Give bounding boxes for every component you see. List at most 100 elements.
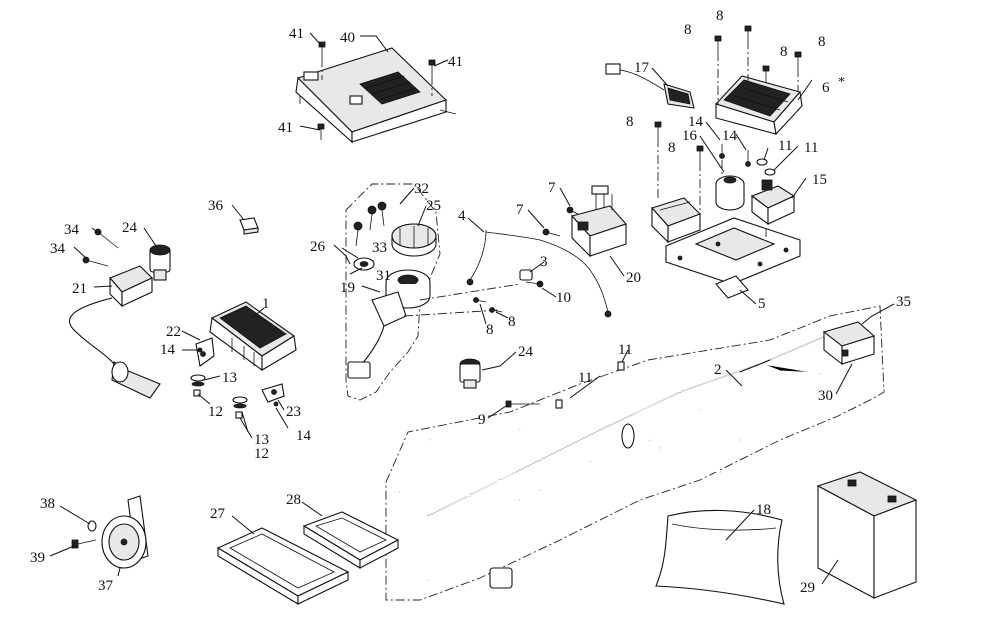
leader-dash-switch (419, 283, 521, 301)
callout-37: 37 (98, 578, 114, 594)
callout-40: 40 (340, 30, 355, 46)
callout-8: 8 (486, 322, 494, 338)
callout-9: 9 (478, 412, 486, 428)
callout-24: 24 (122, 220, 138, 236)
regulator-20-part (570, 185, 627, 258)
callout-5: 5 (758, 296, 766, 312)
screw-34-upper (94, 228, 119, 249)
callout-36: 36 (208, 198, 224, 214)
callout-41: 41 (448, 54, 463, 70)
callout-14: 14 (722, 128, 738, 144)
relay-15-part (750, 179, 796, 226)
screw-14-right (273, 401, 279, 407)
callout-2: 2 (714, 362, 722, 378)
callout-7: 7 (548, 180, 556, 196)
callout-11: 11 (578, 370, 592, 386)
screw-8-top-d (794, 51, 802, 92)
nut-11-a (756, 158, 768, 166)
callout-41: 41 (289, 26, 304, 42)
callout-12: 12 (254, 446, 269, 462)
callout-25: 25 (426, 198, 441, 214)
main-harness-2-part (399, 329, 841, 589)
callout-12: 12 (208, 404, 223, 420)
grommet-13-right (232, 396, 248, 409)
callout-18: 18 (756, 502, 771, 518)
callout-24: 24 (518, 344, 534, 360)
controller-6-part (715, 75, 803, 136)
ignition-group-outline (345, 183, 441, 401)
callout-14: 14 (296, 428, 312, 444)
module-left-part (651, 197, 701, 244)
screw-8-top-b (744, 25, 752, 84)
cover-31-part (353, 257, 375, 271)
screw-7-upper (566, 206, 579, 215)
callout-27: 27 (210, 506, 226, 522)
filter-27-part (216, 527, 350, 605)
callout-labels: 41 40 41 41 36 34 34 24 21 1 22 14 13 12… (30, 8, 911, 596)
screw-8-top-a (714, 35, 722, 104)
power-socket-24-center (459, 358, 481, 389)
fuel-cap-25-part (391, 223, 437, 257)
callout-13: 13 (254, 432, 269, 448)
callout-6: 6 (822, 80, 830, 96)
fuse-box-30-part (822, 321, 876, 366)
callout-11: 11 (618, 342, 632, 358)
instrument-cluster-1-part (209, 301, 297, 372)
callout-8: 8 (716, 8, 724, 24)
callout-23: 23 (286, 404, 301, 420)
callout-15: 15 (812, 172, 827, 188)
horn-37-part (101, 495, 149, 569)
callout-1: 1 (262, 296, 270, 312)
callout-35: 35 (896, 294, 911, 310)
callout-3: 3 (540, 254, 548, 270)
nut-11-b (764, 168, 776, 176)
callout-34: 34 (64, 222, 80, 238)
bolt-41-right (428, 59, 436, 96)
washer-38-part (87, 520, 97, 532)
callout-17: 17 (634, 60, 650, 76)
callout-31: 31 (376, 268, 391, 284)
screw-8-mid-a (654, 121, 662, 200)
callout-11: 11 (778, 138, 792, 154)
bracket-23-part (261, 383, 285, 403)
callout-14: 14 (688, 114, 704, 130)
mounting-plate-5-part (665, 217, 801, 299)
keys-32-part (353, 201, 387, 247)
callout-26: 26 (310, 239, 326, 255)
screw-7-lower (542, 228, 561, 237)
callout-11: 11 (804, 140, 818, 156)
screw-8-left-a (473, 297, 487, 303)
callout-30: 30 (818, 388, 833, 404)
callout-20: 20 (626, 270, 641, 286)
screw-14-mid-b (745, 150, 751, 167)
callout-10: 10 (556, 290, 571, 306)
callout-14: 14 (160, 342, 176, 358)
callout-19: 19 (340, 280, 355, 296)
callout-8: 8 (626, 114, 634, 130)
ignition-switch-19-part (347, 269, 431, 379)
filter-28-part (302, 511, 400, 569)
clip-11-lower (555, 399, 563, 409)
callout-8: 8 (780, 44, 788, 60)
clip-12-right (235, 411, 243, 419)
callout-7: 7 (516, 202, 524, 218)
battery-29-part (816, 471, 918, 599)
callout-16: 16 (682, 128, 698, 144)
bracket-22-part (195, 337, 215, 367)
harness-4-part (466, 229, 612, 318)
bolt-41-bottom (317, 123, 325, 140)
bolt-39-part (71, 539, 97, 549)
grommet-13-left (190, 374, 206, 387)
clamp-3-part (519, 269, 533, 281)
connector-36-part (239, 217, 259, 235)
ignition-coil-21-part (68, 265, 161, 399)
callout-8: 8 (508, 314, 516, 330)
callout-22: 22 (166, 324, 181, 340)
callout-28: 28 (286, 492, 301, 508)
clip-12-left (193, 389, 201, 397)
callout-13: 13 (222, 370, 237, 386)
callout-39: 39 (30, 550, 45, 566)
screw-10-part (525, 280, 544, 288)
callout-8: 8 (818, 34, 826, 50)
